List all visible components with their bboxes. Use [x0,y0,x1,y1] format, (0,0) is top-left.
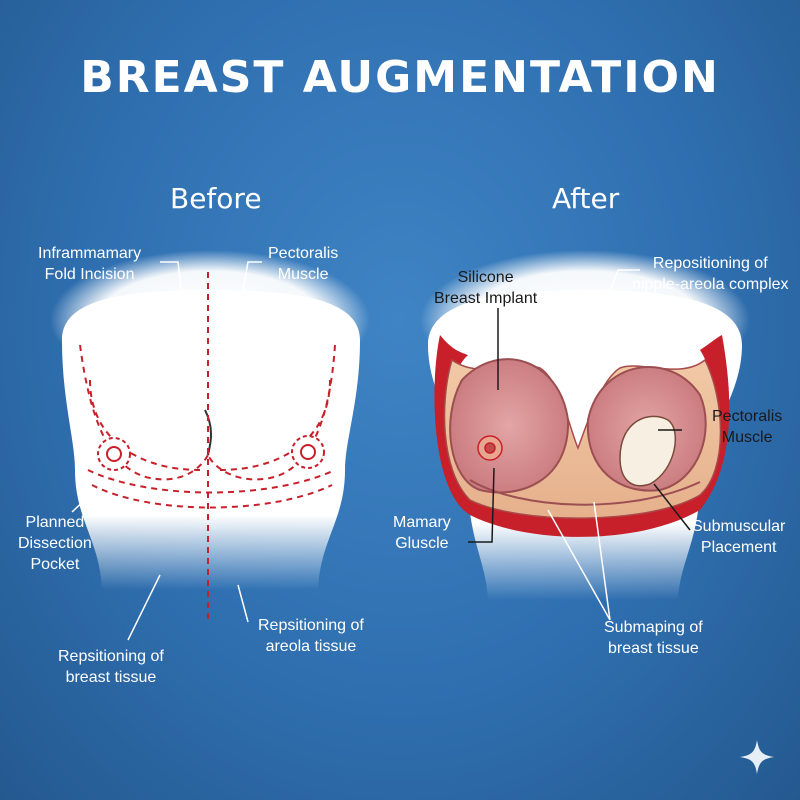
label-submaping-breast-tissue: Submaping of breast tissue [604,619,703,657]
label-planned-dissection-pocket: Planned Dissection Pocket [18,514,92,573]
label-repositioning-nipple-areola: Repositioning of nipple-areola complex [632,255,789,293]
before-right-areola [291,435,325,469]
page-title: BREAST AUGMENTATION [80,52,720,103]
before-left-areola [97,437,131,471]
label-inframammary-fold-incision: Inframmamary Fold Incision [38,245,142,283]
label-repositioning-areola-tissue: Repsitioning of areola tissue [258,617,364,655]
after-chest-cross-section [434,335,730,537]
label-before-pectoralis-muscle: Pectoralis Muscle [268,245,339,283]
label-repositioning-breast-tissue: Repsitioning of breast tissue [58,648,164,686]
before-heading: Before [170,182,262,215]
label-mammary-gland: Mamary Gluscle [393,514,451,552]
sparkle-icon [740,740,774,774]
before-torso [50,250,370,590]
after-leader-lines [468,308,691,543]
before-leader-lines [71,261,262,641]
after-leader-lines-white [547,269,640,621]
after-heading: After [552,182,620,215]
after-left-areola [477,435,503,461]
label-submuscular-placement: Submuscular Placement [692,518,786,556]
label-silicone-breast-implant: Silicone Breast Implant [434,269,538,307]
label-after-pectoralis-muscle: Pectoralis Muscle [712,408,783,446]
